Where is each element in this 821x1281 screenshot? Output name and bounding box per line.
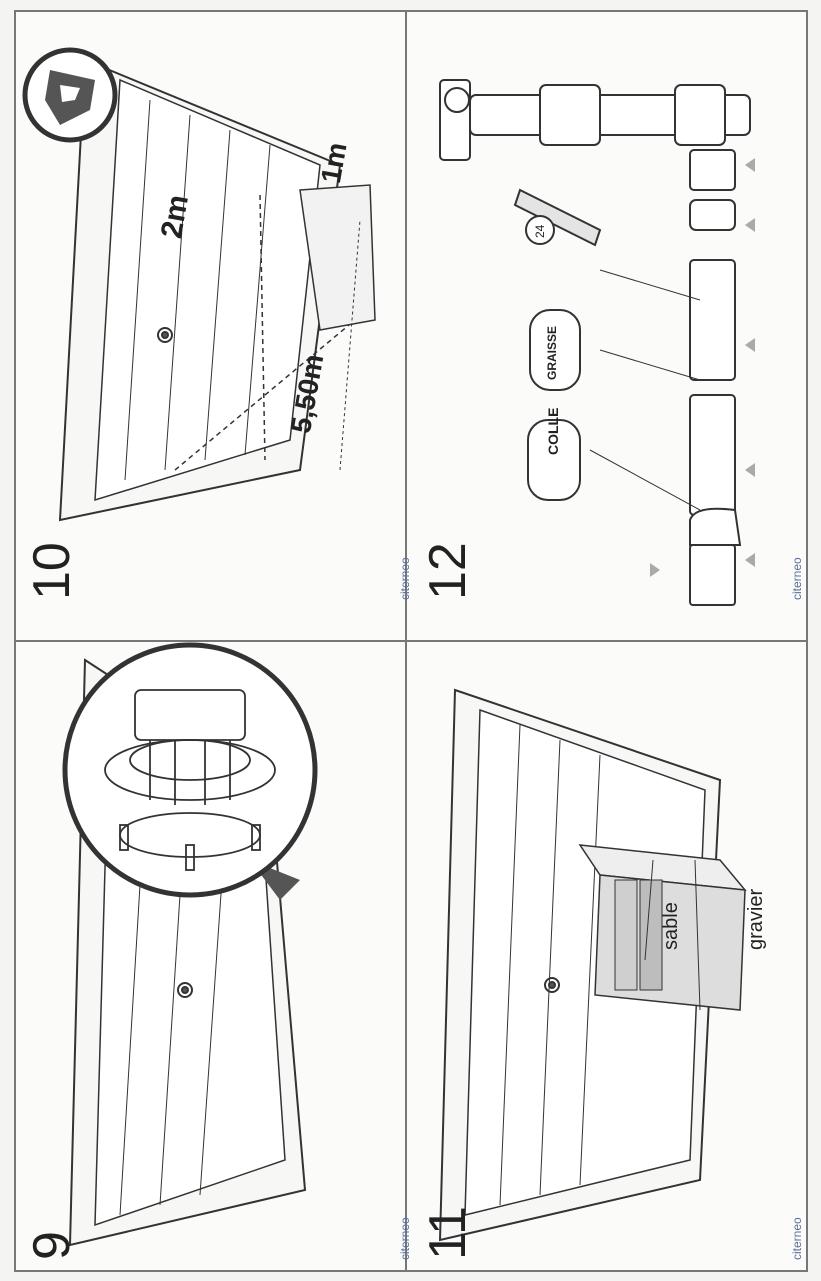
wrench-size-label: 24 xyxy=(533,224,547,238)
step-number-9: 9 xyxy=(23,1231,81,1260)
brand-logo-10: citerneo xyxy=(398,557,412,600)
pipe-assembly-illustration xyxy=(439,79,755,606)
tank-illustration-10 xyxy=(58,58,376,522)
step-number-12: 12 xyxy=(419,542,477,600)
brand-logo-12: citerneo xyxy=(790,557,804,600)
step-number-10: 10 xyxy=(23,542,81,600)
jar-label-grease: GRAISSE xyxy=(545,325,559,380)
tank-illustration-11 xyxy=(438,688,747,1242)
label-sand: sable xyxy=(660,902,682,950)
no-entry-circle-icon xyxy=(22,47,118,143)
brand-logo-11: citerneo xyxy=(790,1217,804,1260)
jar-label-glue: COLLE xyxy=(545,407,561,455)
brand-logo-9: citerneo xyxy=(398,1217,412,1260)
step-number-11: 11 xyxy=(419,1206,477,1260)
flange-detail-zoom-icon xyxy=(62,642,318,898)
label-gravel: gravier xyxy=(745,888,767,950)
